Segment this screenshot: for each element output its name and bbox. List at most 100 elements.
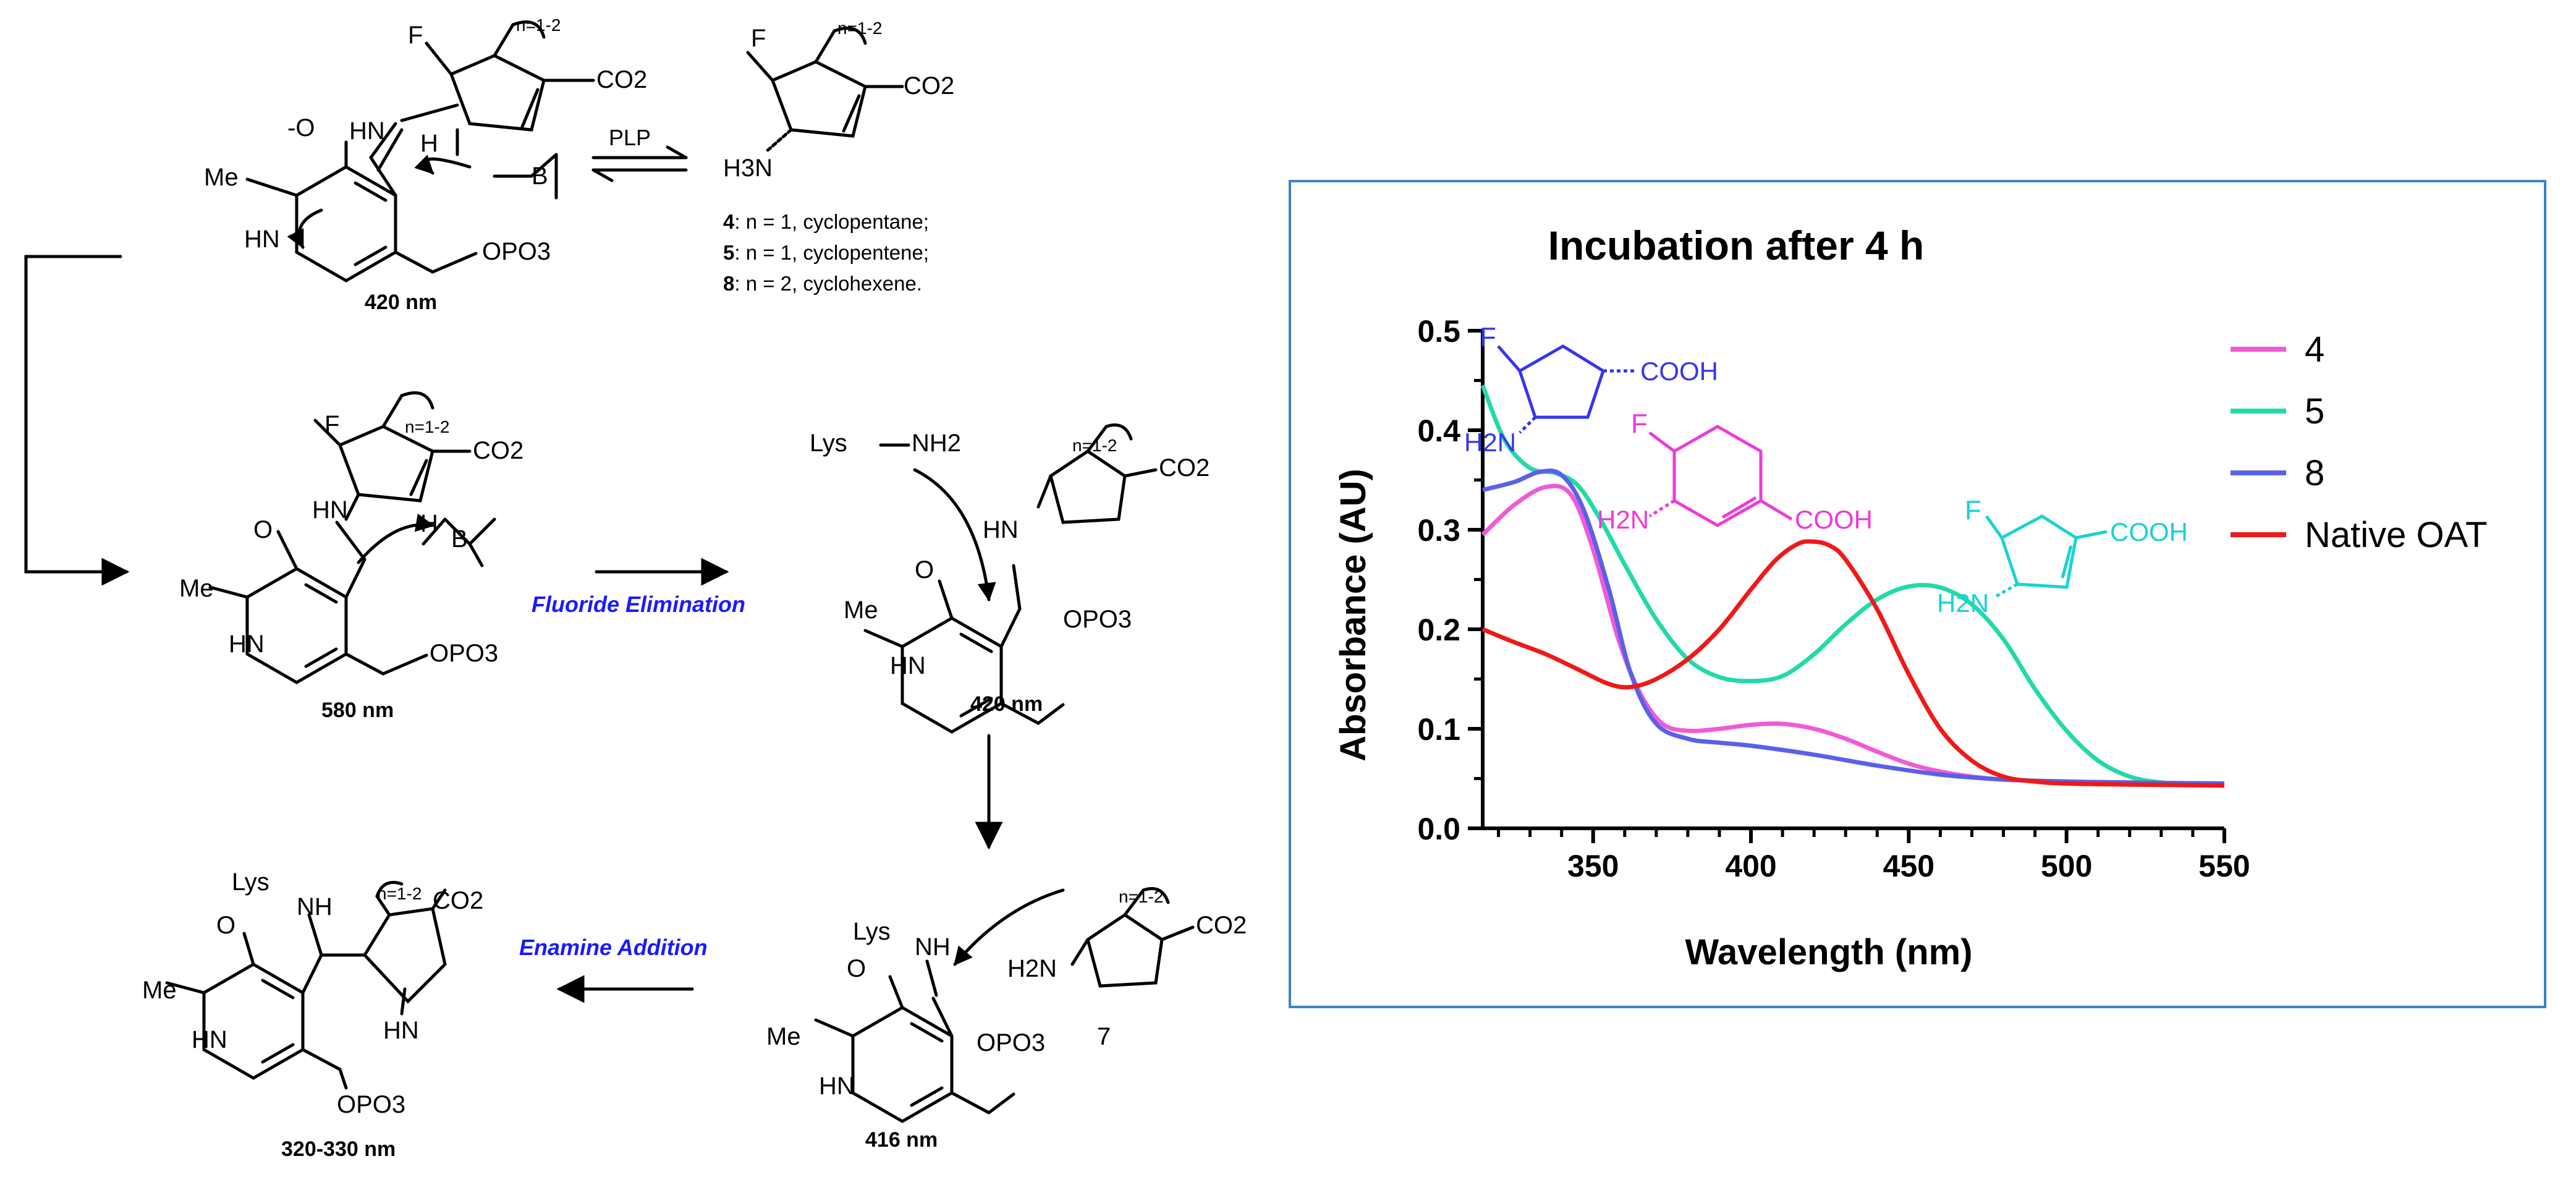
x-tick-label: 550 [2198,849,2250,883]
br-n-label: n=1-2 [1119,887,1163,906]
ml-f: F [324,411,339,438]
mr-nh2: NH2 [912,430,961,457]
br-o: O [847,955,866,982]
bl-hn-ring: HN [192,1026,227,1053]
bl-co2: CO2 [433,887,483,914]
mr-n-label: n=1-2 [1072,436,1117,455]
ml-b: B [451,525,468,553]
fluoride-label: Fluoride Elimination [532,592,745,617]
inset-structure-8 [1497,344,1637,434]
plp-label: PLP [609,125,651,150]
bl-lys: Lys [232,869,269,896]
br-opo3: OPO3 [977,1029,1045,1056]
br-compound-7: 7 [1097,1023,1111,1050]
inset-4-f: F [1631,409,1648,439]
mr-opo3: OPO3 [1063,606,1132,633]
plp-equilibrium-arrows [591,145,688,182]
mr-nm: 420 nm [970,692,1043,716]
ml-co2: CO2 [473,437,523,464]
tl-f: F [408,22,423,49]
bl-opo3: OPO3 [337,1091,405,1118]
tl-b: B [532,163,548,190]
tl-o-minus: -O [287,114,315,142]
inset-4-acid: COOH [1795,505,1873,534]
legend-label: 5 [2305,391,2324,431]
product-co2: CO2 [904,72,954,100]
legend-label: 4 [2305,329,2324,370]
inset-structure-5 [1985,514,2108,598]
bl-nh: NH [297,893,333,920]
y-axis-label: Absorbance (AU) [1333,469,1373,762]
mid-right-structure [863,423,1158,734]
cycle-arrow [24,255,130,586]
ml-h: H [420,510,438,537]
reaction-scheme: -O HN F n=1-2 CO2 Me HN OPO3 H B 420 nm … [24,15,1247,1161]
enamine-label: Enamine Addition [519,935,708,960]
y-tick-label: 0.1 [1417,712,1460,747]
x-tick-label: 400 [1725,849,1776,883]
product-structure [746,27,904,153]
mid-left-structure [208,391,496,684]
ml-hn: HN [312,496,348,524]
inset-5-f: F [1965,495,1981,525]
x-tick-label: 350 [1567,849,1619,883]
mr-me: Me [844,597,878,624]
tl-h: H [420,130,438,157]
inset-8-amine: H2N [1464,428,1516,457]
tl-nm: 420 nm [365,291,437,314]
legend-label: Native OAT [2305,515,2487,555]
ml-n-label: n=1-2 [405,417,449,436]
mr-o: O [915,556,934,584]
bottom-left-structure [165,881,447,1090]
tl-hn-plus: HN [349,117,385,145]
mr-hn-ring: HN [890,652,926,679]
bl-o: O [216,912,235,939]
br-hn-ring: HN [819,1072,855,1100]
y-tick-label: 0.5 [1417,314,1460,349]
inset-structure-4 [1648,425,1793,527]
x-tick-label: 450 [1883,849,1934,883]
ml-hn-ring: HN [229,631,265,658]
mr-lys: Lys [810,430,847,457]
legend-line-4: 4: n = 1, cyclopentane; [723,210,929,233]
tl-hn-ring: HN [244,226,280,253]
mr-co2: CO2 [1159,454,1210,482]
y-tick-label: 0.2 [1417,613,1460,647]
tl-co2: CO2 [596,66,647,93]
product-h3n: H3N [723,155,773,182]
ml-nm: 580 nm [321,699,394,722]
product-n-label: n=1-2 [837,19,882,38]
br-me: Me [766,1023,801,1050]
br-lys: Lys [853,918,891,945]
tl-n-label: n=1-2 [516,15,561,35]
inset-8-acid: COOH [1640,357,1718,386]
legend-line-8: 8: n = 2, cyclohexene. [723,272,922,295]
chart-title: Incubation after 4 h [1548,223,1925,268]
ml-o: O [253,516,273,543]
bl-nm: 320-330 nm [281,1137,396,1161]
x-axis-label: Wavelength (nm) [1685,932,1972,972]
top-left-structure [245,20,595,282]
inset-8-f: F [1480,322,1496,352]
bl-n-label: n=1-2 [377,884,422,903]
tl-opo3: OPO3 [482,238,551,265]
inset-5-amine: H2N [1937,588,1989,618]
tl-me: Me [204,164,239,191]
product-f: F [751,25,766,52]
br-h2n: H2N [1007,955,1057,982]
mr-hn: HN [983,516,1019,543]
y-tick-label: 0.3 [1417,513,1460,548]
legend-label: 8 [2305,453,2324,493]
bl-me: Me [142,977,177,1004]
ml-me: Me [179,575,214,602]
inset-5-acid: COOH [2110,517,2188,546]
bottom-right-structure [814,887,1195,1123]
y-tick-label: 0.0 [1417,812,1460,846]
x-tick-label: 500 [2041,849,2092,883]
absorbance-chart: Incubation after 4 h 0.0 0.1 0.2 0.3 0.4 0.5 3… [1333,223,2487,972]
br-nh: NH [915,933,951,961]
chart-panel: Incubation after 4 h 0.0 0.1 0.2 0.3 0.4 0.5 3… [1289,180,2546,1008]
inset-4-amine: H2N [1597,505,1649,534]
y-tick-label: 0.4 [1417,414,1460,448]
bl-hn-imine: HN [383,1017,419,1044]
